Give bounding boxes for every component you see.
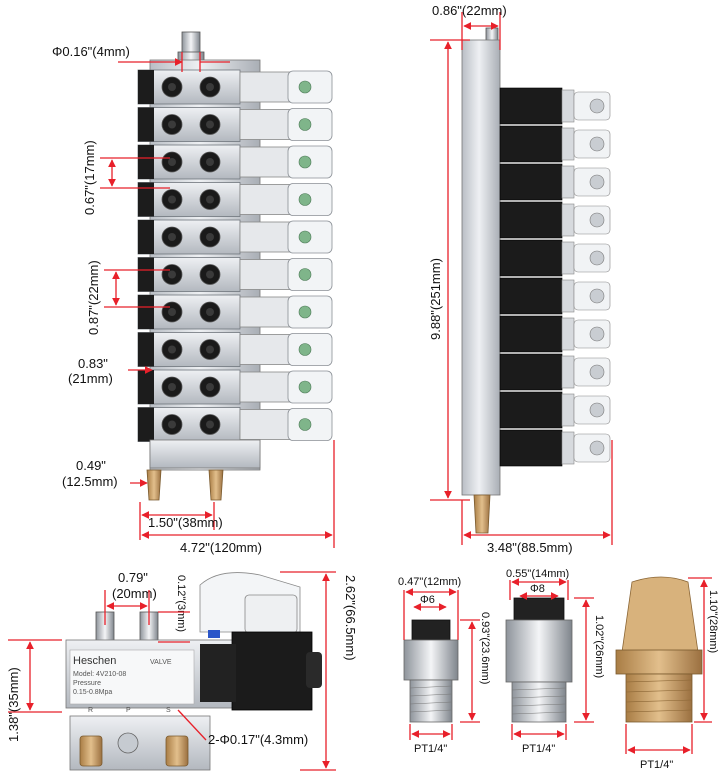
side-valve-unit: [499, 391, 611, 429]
single-valve: Heschen VALVE Model: 4V210-08 Pressure 0…: [65, 572, 322, 771]
label-port-r: R: [88, 707, 93, 714]
fitting-8mm: [505, 597, 573, 723]
label-brand: Heschen: [73, 655, 116, 667]
dim-sv-mount-holes: 2-Φ0.17"(4.3mm): [208, 732, 308, 747]
dim-port-spacing: 0.67"(17mm): [82, 140, 97, 215]
front-valve-unit: [137, 219, 333, 255]
front-valve-unit: [137, 294, 333, 330]
label-pressure: 0.15-0.8Mpa: [73, 689, 112, 696]
side-valve-unit: [499, 87, 611, 125]
dim-muffler-height: 1.10"(28mm): [707, 590, 719, 653]
fitting-6mm-dimensions: 0.47"(12mm) Φ6 0.93"(23.6mm) PT1/4": [398, 576, 491, 755]
front-valve-unit: [137, 257, 333, 292]
dim-valve-pitch: 0.87"(22mm): [86, 260, 101, 335]
dim-f8-bore: Φ8: [530, 583, 545, 595]
muffler-left: [146, 469, 162, 501]
side-muffler: [473, 494, 491, 534]
thread-lines-6: [409, 685, 453, 713]
dim-total-height: 9.88"(251mm): [428, 258, 443, 340]
dim-inlet-diameter: Φ0.16"(4mm): [52, 44, 130, 59]
dim-f6-width: 0.47"(12mm): [398, 576, 461, 588]
side-valve-unit: [499, 239, 611, 277]
side-valve-unit: [499, 353, 611, 391]
side-valve-unit: [499, 429, 611, 467]
thread-lines-8: [511, 687, 567, 715]
front-valve-unit: [137, 69, 333, 105]
side-valve-unit: [499, 163, 611, 201]
fitting-8mm-dimensions: 0.55"(14mm) Φ8 1.02"(26mm) PT1/4": [506, 568, 605, 755]
front-valve-unit: [137, 332, 333, 367]
fitting-6mm: [403, 619, 459, 723]
label-port-s: S: [166, 707, 171, 714]
dim-sv-thread: 0.12"(3mm): [175, 575, 187, 632]
dim-f8-thread: PT1/4": [522, 743, 555, 755]
dim-valve-width-1: 0.83": [78, 356, 108, 371]
muffler-right: [208, 469, 224, 501]
dim-valve-width-2: (21mm): [68, 371, 113, 386]
side-valve-unit: [499, 125, 611, 163]
side-view-manifold: [461, 27, 611, 534]
front-view-dimensions: Φ0.16"(4mm) 0.67"(17mm) 0.87"(22mm) 0.83…: [52, 44, 335, 555]
side-valve-unit: [499, 201, 611, 239]
front-valve-unit: [137, 407, 333, 442]
dim-f8-width: 0.55"(14mm): [506, 568, 569, 580]
brass-muffler: [615, 576, 703, 723]
dim-sv-total-height: 2.62"(66.5mm): [343, 575, 358, 661]
dim-f6-height: 0.93"(23.6mm): [479, 612, 491, 684]
dim-sv-body-height: 1.38"(35mm): [6, 667, 21, 742]
label-valve: VALVE: [150, 659, 172, 666]
label-pressure-label: Pressure: [73, 680, 101, 687]
side-valve-unit: [499, 315, 611, 353]
dim-total-width: 4.72"(120mm): [180, 540, 262, 555]
single-valve-dimensions: 0.79" (20mm) 0.12"(3mm) 1.38"(35mm) 2.62…: [6, 570, 358, 771]
label-model: Model: 4V210-08: [73, 671, 126, 678]
dim-sv-spacing-1: 0.79": [118, 570, 148, 585]
front-valve-unit: [137, 144, 333, 180]
front-valve-stack: [137, 69, 333, 442]
side-valve-stack: [499, 87, 611, 467]
brass-muffler-dimensions: 1.10"(28mm) PT1/4": [625, 577, 719, 771]
dim-f8-height: 1.02"(26mm): [593, 615, 605, 678]
dim-base-width: 1.50"(38mm): [148, 515, 223, 530]
dim-total-depth: 3.48"(88.5mm): [487, 540, 573, 555]
front-valve-unit: [137, 107, 333, 142]
dim-manifold-width: 0.86"(22mm): [432, 3, 507, 18]
dim-bottom-2: (12.5mm): [62, 474, 118, 489]
side-view-dimensions: 0.86"(22mm) 9.88"(251mm) 3.48"(88.5mm): [428, 3, 613, 555]
dim-f6-thread: PT1/4": [414, 743, 447, 755]
front-view-manifold: [137, 31, 333, 501]
side-valve-unit: [499, 277, 611, 315]
front-valve-unit: [137, 369, 333, 405]
dim-bottom-1: 0.49": [76, 458, 106, 473]
label-port-p: P: [126, 707, 131, 714]
dim-f6-bore: Φ6: [420, 594, 435, 606]
dim-sv-spacing-2: (20mm): [112, 586, 157, 601]
dim-muffler-thread: PT1/4": [640, 759, 673, 771]
